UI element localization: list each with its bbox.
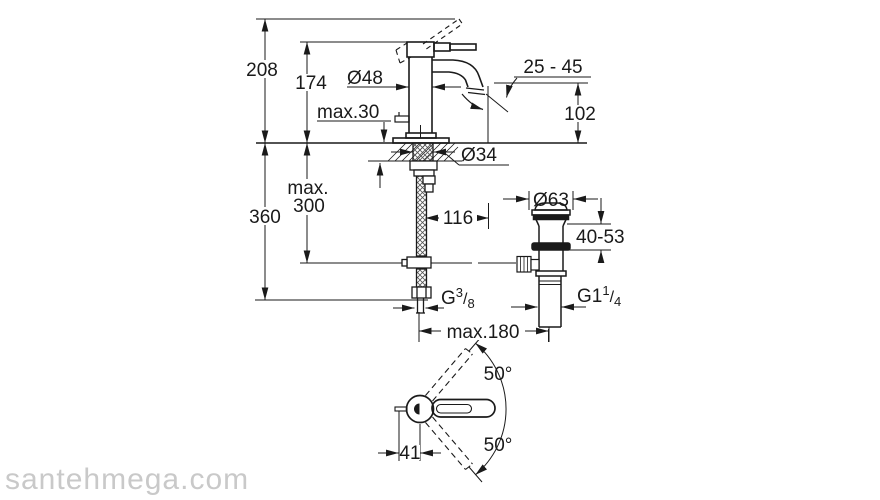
waste-thread-den: 4 [614,294,621,309]
lever-rotated-up [425,348,473,402]
supply-thread-den: 8 [467,296,474,311]
lever-rotated-down [425,416,473,470]
waste-lip [535,270,567,277]
dim-supply-below-deck: 360 [249,207,281,228]
handle-swivel-plan-view [378,335,507,483]
dim-waste-thread: G11/4 [577,283,621,309]
pop-up-waste-assembly [516,202,571,342]
dim-max-center-distance: max.180 [447,322,520,343]
dim-waste-clamp-range: 40-53 [576,227,625,248]
waste-thread-slash: / [610,289,615,306]
dim-hose-max-2: 300 [293,196,325,217]
faucet-handle-boss [433,42,451,52]
dim-supply-thread: G3/8 [441,285,475,311]
watermark: santehmega.com [5,463,249,496]
mounting-nut [409,160,438,171]
cartridge-detail [414,403,420,415]
rod-guide [422,175,436,185]
pop-up-rod-tee [406,256,432,269]
waste-seal-ring [531,242,571,251]
dim-body-height: 174 [295,73,327,94]
water-stream-line [485,93,509,113]
dim-deck-thickness: max.30 [317,102,379,123]
stream-angle-arrow [461,93,484,111]
swivel-arc [474,342,507,476]
hose-hex-fitting [411,286,432,299]
waste-thread-num: 1 [602,283,609,298]
plan-view-tail [394,406,408,412]
waste-plug [534,202,568,211]
mounting-hardware [401,142,438,314]
faucet-front-view [392,18,509,144]
dim-handle-offset: 41 [399,443,420,464]
faucet-base-plate [392,137,450,144]
dim-swivel-angle-lower: 50° [484,435,513,456]
faucet-handle-lever [449,43,477,51]
pop-up-knob [394,115,410,123]
supply-hose-lower [415,268,428,288]
dim-aerator-adjust: 25 - 45 [523,57,582,78]
waste-thread-g: G1 [577,286,602,307]
faucet-handle-cap [406,41,435,58]
faucet-spout [432,59,484,88]
plan-view-lever [431,398,496,418]
threaded-shank [412,142,434,162]
dimension-labels: 208 174 Ø48 max.30 25 - 45 102 Ø34 360 m… [244,57,625,464]
dim-spout-height: 102 [564,104,596,125]
dim-hose-max-1: max. [287,178,328,199]
dim-spout-reach: 116 [443,208,473,229]
supply-thread-slash: / [463,291,468,308]
dim-total-height: 208 [246,60,278,81]
faucet-handle-raised-position [395,18,463,64]
dim-body-diameter: Ø48 [347,68,383,89]
dim-swivel-angle-upper: 50° [484,364,513,385]
supply-thread-num: 3 [456,285,463,300]
dim-waste-flange-diameter: Ø63 [533,190,569,211]
faucet-top-view-body [405,394,435,424]
aerator [465,87,485,91]
dim-mount-hole-diameter: Ø34 [461,145,497,166]
supply-thread-g: G [441,288,456,309]
